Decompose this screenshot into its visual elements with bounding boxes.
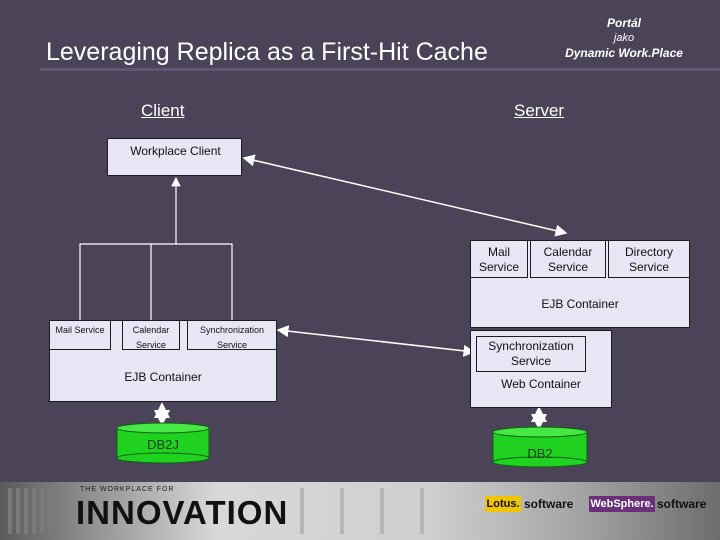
sync-to-sync-link <box>276 325 476 357</box>
client-calendar-service: Calendar Service <box>122 320 180 350</box>
server-sync-label: Synchronization Service <box>488 339 574 368</box>
brand-block: Portál jako Dynamic Work.Place <box>554 16 694 61</box>
brand-line-1: Portál <box>606 16 641 30</box>
server-column-heading: Server <box>514 101 565 120</box>
db2j-cylinder <box>116 422 210 464</box>
workplace-client-label: Workplace Client <box>130 144 221 158</box>
client-sync-label: Synchronization Service <box>199 325 265 350</box>
footer-tagline: THE WORKPLACE FOR <box>80 486 175 493</box>
server-directory-label: Directory Service <box>624 245 673 274</box>
lotus-software-text: software <box>524 497 574 511</box>
db2-cylinder <box>492 426 588 468</box>
header-divider <box>40 68 720 71</box>
client-server-link <box>242 154 568 237</box>
db2j-label: DB2J <box>147 437 179 452</box>
slide-title: Leveraging Replica as a First-Hit Cache <box>46 38 488 66</box>
server-calendar-service: Calendar Service <box>530 240 606 278</box>
client-mail-service: Mail Service <box>49 320 111 350</box>
websphere-logo: WebSphere. <box>589 496 655 512</box>
server-web-label: Web Container <box>501 377 581 391</box>
client-sync-service: Synchronization Service <box>187 320 277 350</box>
brand-line-2: jako <box>613 32 635 44</box>
client-to-services-wire <box>79 176 181 320</box>
server-ejb-label: EJB Container <box>541 297 619 311</box>
server-sync-service: Synchronization Service <box>476 336 586 372</box>
brand-line-3: Dynamic Work.Place <box>565 46 683 60</box>
server-calendar-label: Calendar Service <box>543 245 593 274</box>
server-directory-service: Directory Service <box>608 240 690 278</box>
sync-wire <box>176 243 233 320</box>
client-ejb-label: EJB Container <box>124 370 202 384</box>
server-mail-label: Mail Service <box>478 245 519 274</box>
innovation-logo: INNOVATION <box>76 494 289 531</box>
workplace-client-box: Workplace Client <box>107 138 242 176</box>
client-column-heading: Client <box>141 101 185 120</box>
lotus-logo: Lotus. <box>485 496 521 512</box>
server-mail-service: Mail Service <box>470 240 528 278</box>
client-mail-label: Mail Service <box>55 325 105 335</box>
websphere-software-text: software <box>657 497 707 511</box>
db2-label: DB2 <box>527 446 553 461</box>
client-calendar-label: Calendar Service <box>132 325 170 350</box>
